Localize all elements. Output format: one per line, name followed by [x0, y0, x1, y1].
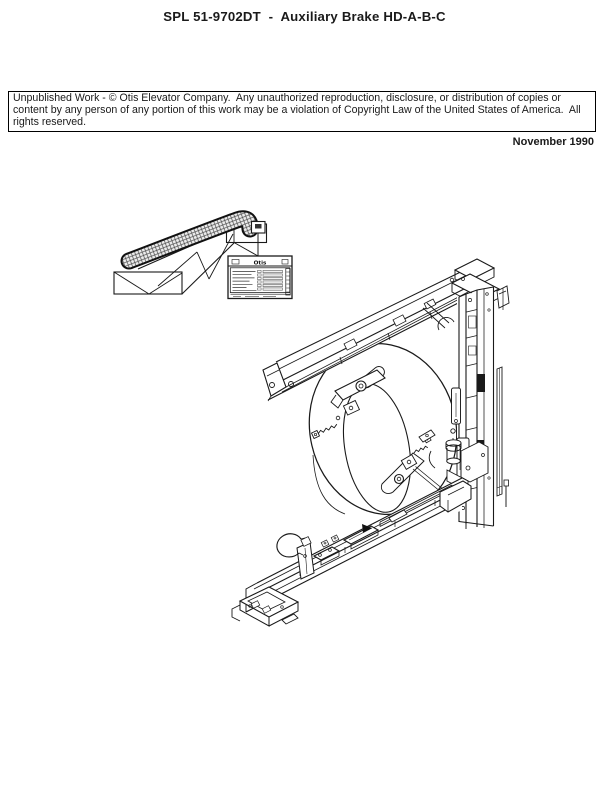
nameplate-value-boxes: [257, 270, 283, 291]
rail-foot-plate: [231, 586, 300, 627]
copyright-text: Unpublished Work - © Otis Elevator Compa…: [13, 92, 584, 128]
publication-date: November 1990: [512, 136, 594, 148]
nameplate-text-rows: [232, 271, 257, 292]
top-mounting-beam: [262, 263, 478, 402]
page-title: SPL 51-9702DT - Auxiliary Brake HD-A-B-C: [163, 9, 446, 24]
handrail-band: [120, 210, 259, 270]
support-strut: [422, 302, 455, 331]
upper-pawl-assembly: [310, 366, 386, 440]
nameplate-connector: [250, 220, 266, 256]
direction-arrow: [362, 524, 372, 533]
channel-solenoid-core: [477, 374, 485, 392]
spring-loop: [276, 533, 306, 558]
nameplate-brand-text: Otis: [254, 261, 267, 267]
release-wire: [428, 450, 436, 469]
bottom-mounting-rail: [231, 477, 463, 627]
copyright-notice-box: Unpublished Work - © Otis Elevator Compa…: [8, 91, 596, 132]
escalator-illustration: [113, 210, 268, 295]
channel-foot-bracket: [439, 480, 472, 513]
pawl-spring: [413, 445, 429, 454]
otis-nameplate: Otis: [227, 255, 293, 300]
brake-assembly-illustration: [231, 258, 510, 627]
pawl-spring: [317, 423, 338, 435]
